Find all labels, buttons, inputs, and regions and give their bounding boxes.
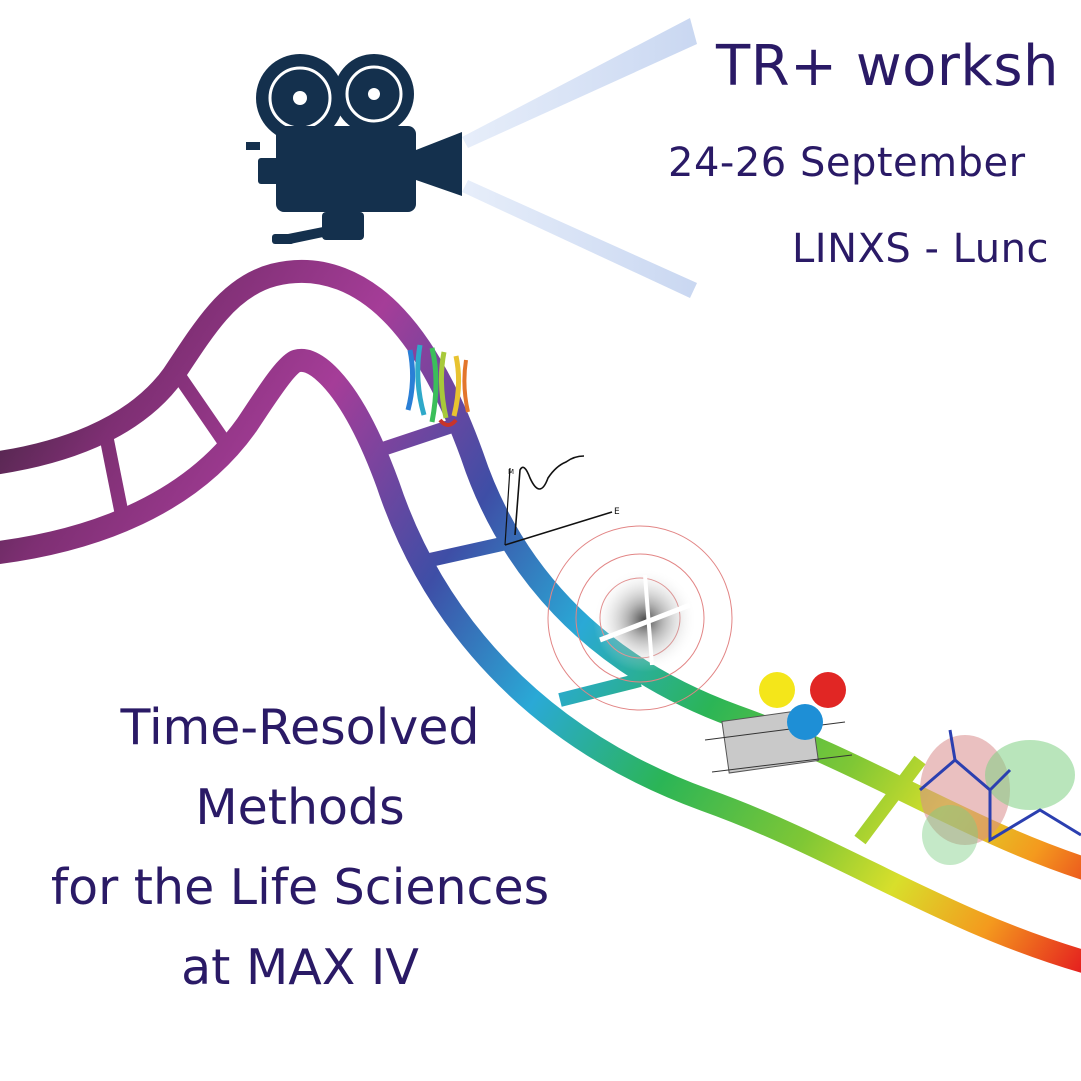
workshop-venue: LINXS - Lunc: [792, 226, 1049, 272]
electron-density-image: [919, 729, 1081, 865]
protein-ribbon-image: [405, 344, 470, 427]
film-camera-icon: [246, 54, 462, 244]
main-title-line-2: Methods: [195, 779, 405, 836]
xas-axis-label: E: [614, 507, 620, 517]
spectrum-plot-image: E M: [504, 455, 620, 546]
main-title-line-3: for the Life Sciences: [50, 859, 550, 916]
membrane-protein-diagram: [704, 672, 853, 774]
xas-peak-label: M: [508, 468, 514, 476]
workshop-title: TR+ worksh: [716, 34, 1060, 99]
film-strip: [0, 260, 1081, 973]
diffraction-pattern-image: [547, 525, 733, 711]
main-title-line-1: Time-Resolved: [120, 699, 480, 756]
main-title-line-4: at MAX IV: [181, 939, 419, 996]
workshop-dates: 24-26 September: [668, 140, 1026, 186]
projector-beam-icon: [462, 18, 697, 298]
main-title: Time-Resolved Methods for the Life Scien…: [0, 688, 600, 1008]
